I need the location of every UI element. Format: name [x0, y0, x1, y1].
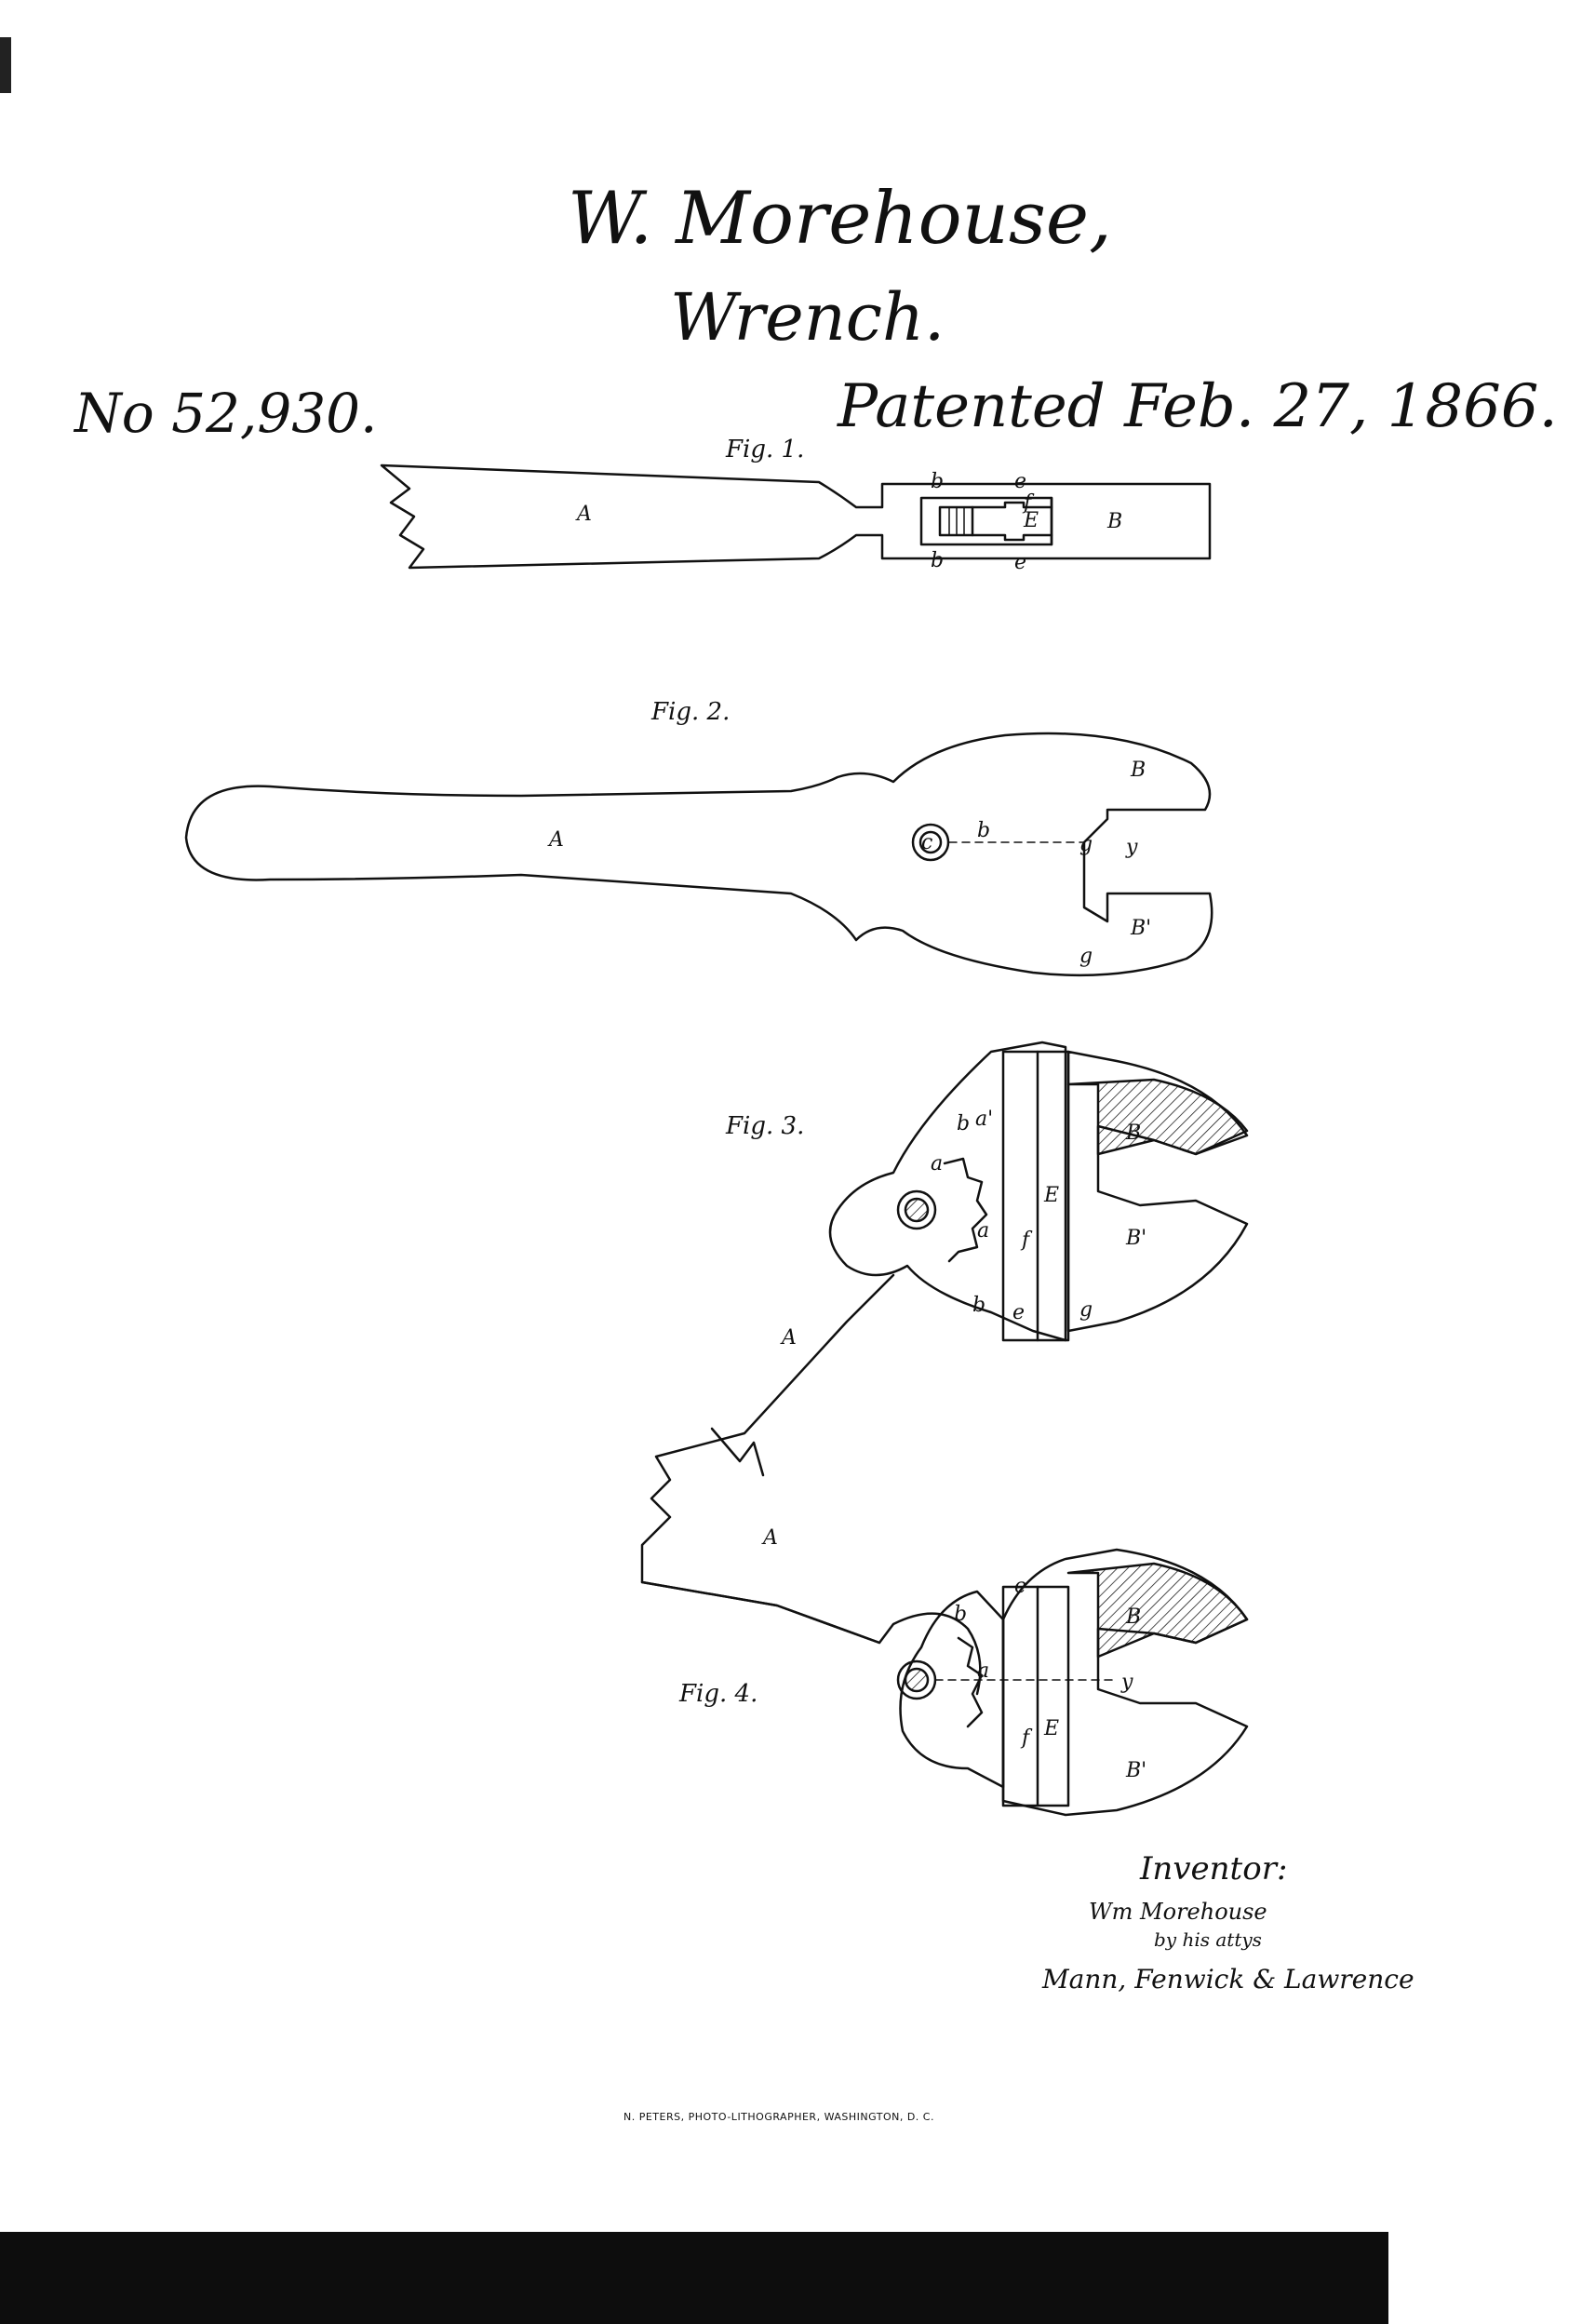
label-b-fig3-bottom: b — [972, 1294, 986, 1317]
inventor-name: W. Morehouse, — [568, 177, 1112, 261]
label-a-fig4: a — [977, 1659, 990, 1683]
label-e-fig1-top: e — [1014, 470, 1027, 493]
label-y-fig2: y — [1126, 836, 1138, 859]
label-b-fig3: b — [957, 1112, 971, 1135]
printer-credit: N. PETERS, PHOTO-LITHOGRAPHER, WASHINGTO… — [623, 2111, 934, 2123]
label-a-fig3-top: a — [931, 1152, 944, 1175]
label-f-fig3: f — [1022, 1229, 1030, 1252]
label-A-fig2: A — [549, 828, 564, 852]
signature-attorneys: Mann, Fenwick & Lawrence — [1042, 1964, 1414, 1995]
label-b-fig1-bottom: b — [931, 549, 945, 572]
label-A-fig3: A — [782, 1326, 797, 1350]
label-e-fig4: e — [1014, 1575, 1027, 1598]
signature-attys: by his attys — [1154, 1928, 1262, 1951]
label-e-fig1-bottom: e — [1014, 551, 1027, 574]
label-E-fig4: E — [1044, 1717, 1060, 1740]
label-b-fig4: b — [954, 1603, 968, 1626]
patent-title: Wrench. — [670, 279, 945, 356]
label-B-prime-fig4: B' — [1126, 1759, 1147, 1782]
fig3-label: Fig. 3. — [726, 1112, 805, 1140]
label-B-fig1: B — [1107, 510, 1123, 533]
fig4-label: Fig. 4. — [679, 1680, 758, 1708]
label-B-fig2: B — [1131, 759, 1146, 782]
fig4-drawing — [640, 1548, 1249, 1817]
label-B-prime-fig2: B' — [1131, 917, 1152, 940]
label-g-fig3: g — [1079, 1298, 1093, 1322]
label-g-fig2-bottom: g — [1079, 945, 1093, 968]
label-c-fig2: c — [921, 831, 933, 854]
scan-border-bar — [0, 2232, 1388, 2324]
patent-number: No 52,930. — [74, 382, 378, 445]
label-B-fig4: B — [1126, 1605, 1142, 1629]
fig2-label: Fig. 2. — [651, 698, 731, 726]
label-a-fig3-bottom: a — [977, 1219, 990, 1243]
label-A-fig4: A — [763, 1526, 778, 1550]
label-b-fig1-top: b — [931, 470, 945, 493]
fig3-drawing — [640, 1041, 1249, 1645]
patent-date: Patented Feb. 27, 1866. — [838, 372, 1558, 441]
fig1-drawing — [380, 463, 1212, 570]
scan-edge-mark — [0, 37, 11, 93]
label-E-fig3: E — [1044, 1184, 1060, 1207]
label-e-fig3: e — [1012, 1301, 1026, 1324]
label-a-prime-fig3-top: a' — [975, 1108, 994, 1131]
signature-heading: Inventor: — [1140, 1850, 1288, 1887]
fig1-label: Fig. 1. — [726, 436, 805, 463]
label-E-fig1: E — [1024, 509, 1039, 532]
label-f-fig4: f — [1022, 1726, 1030, 1750]
scan-border-gap — [1388, 2232, 1582, 2324]
label-g-fig2-top: g — [1079, 833, 1093, 856]
fig2-drawing — [184, 732, 1213, 977]
label-B-fig3: B — [1126, 1122, 1142, 1145]
label-y-fig4: y — [1121, 1671, 1133, 1694]
label-B-prime-fig3: B' — [1126, 1227, 1147, 1250]
label-f-fig1: f — [1024, 491, 1032, 515]
signature-inventor: Wm Morehouse — [1089, 1899, 1267, 1925]
label-A-fig1: A — [577, 503, 592, 526]
label-b-fig2: b — [977, 819, 991, 842]
